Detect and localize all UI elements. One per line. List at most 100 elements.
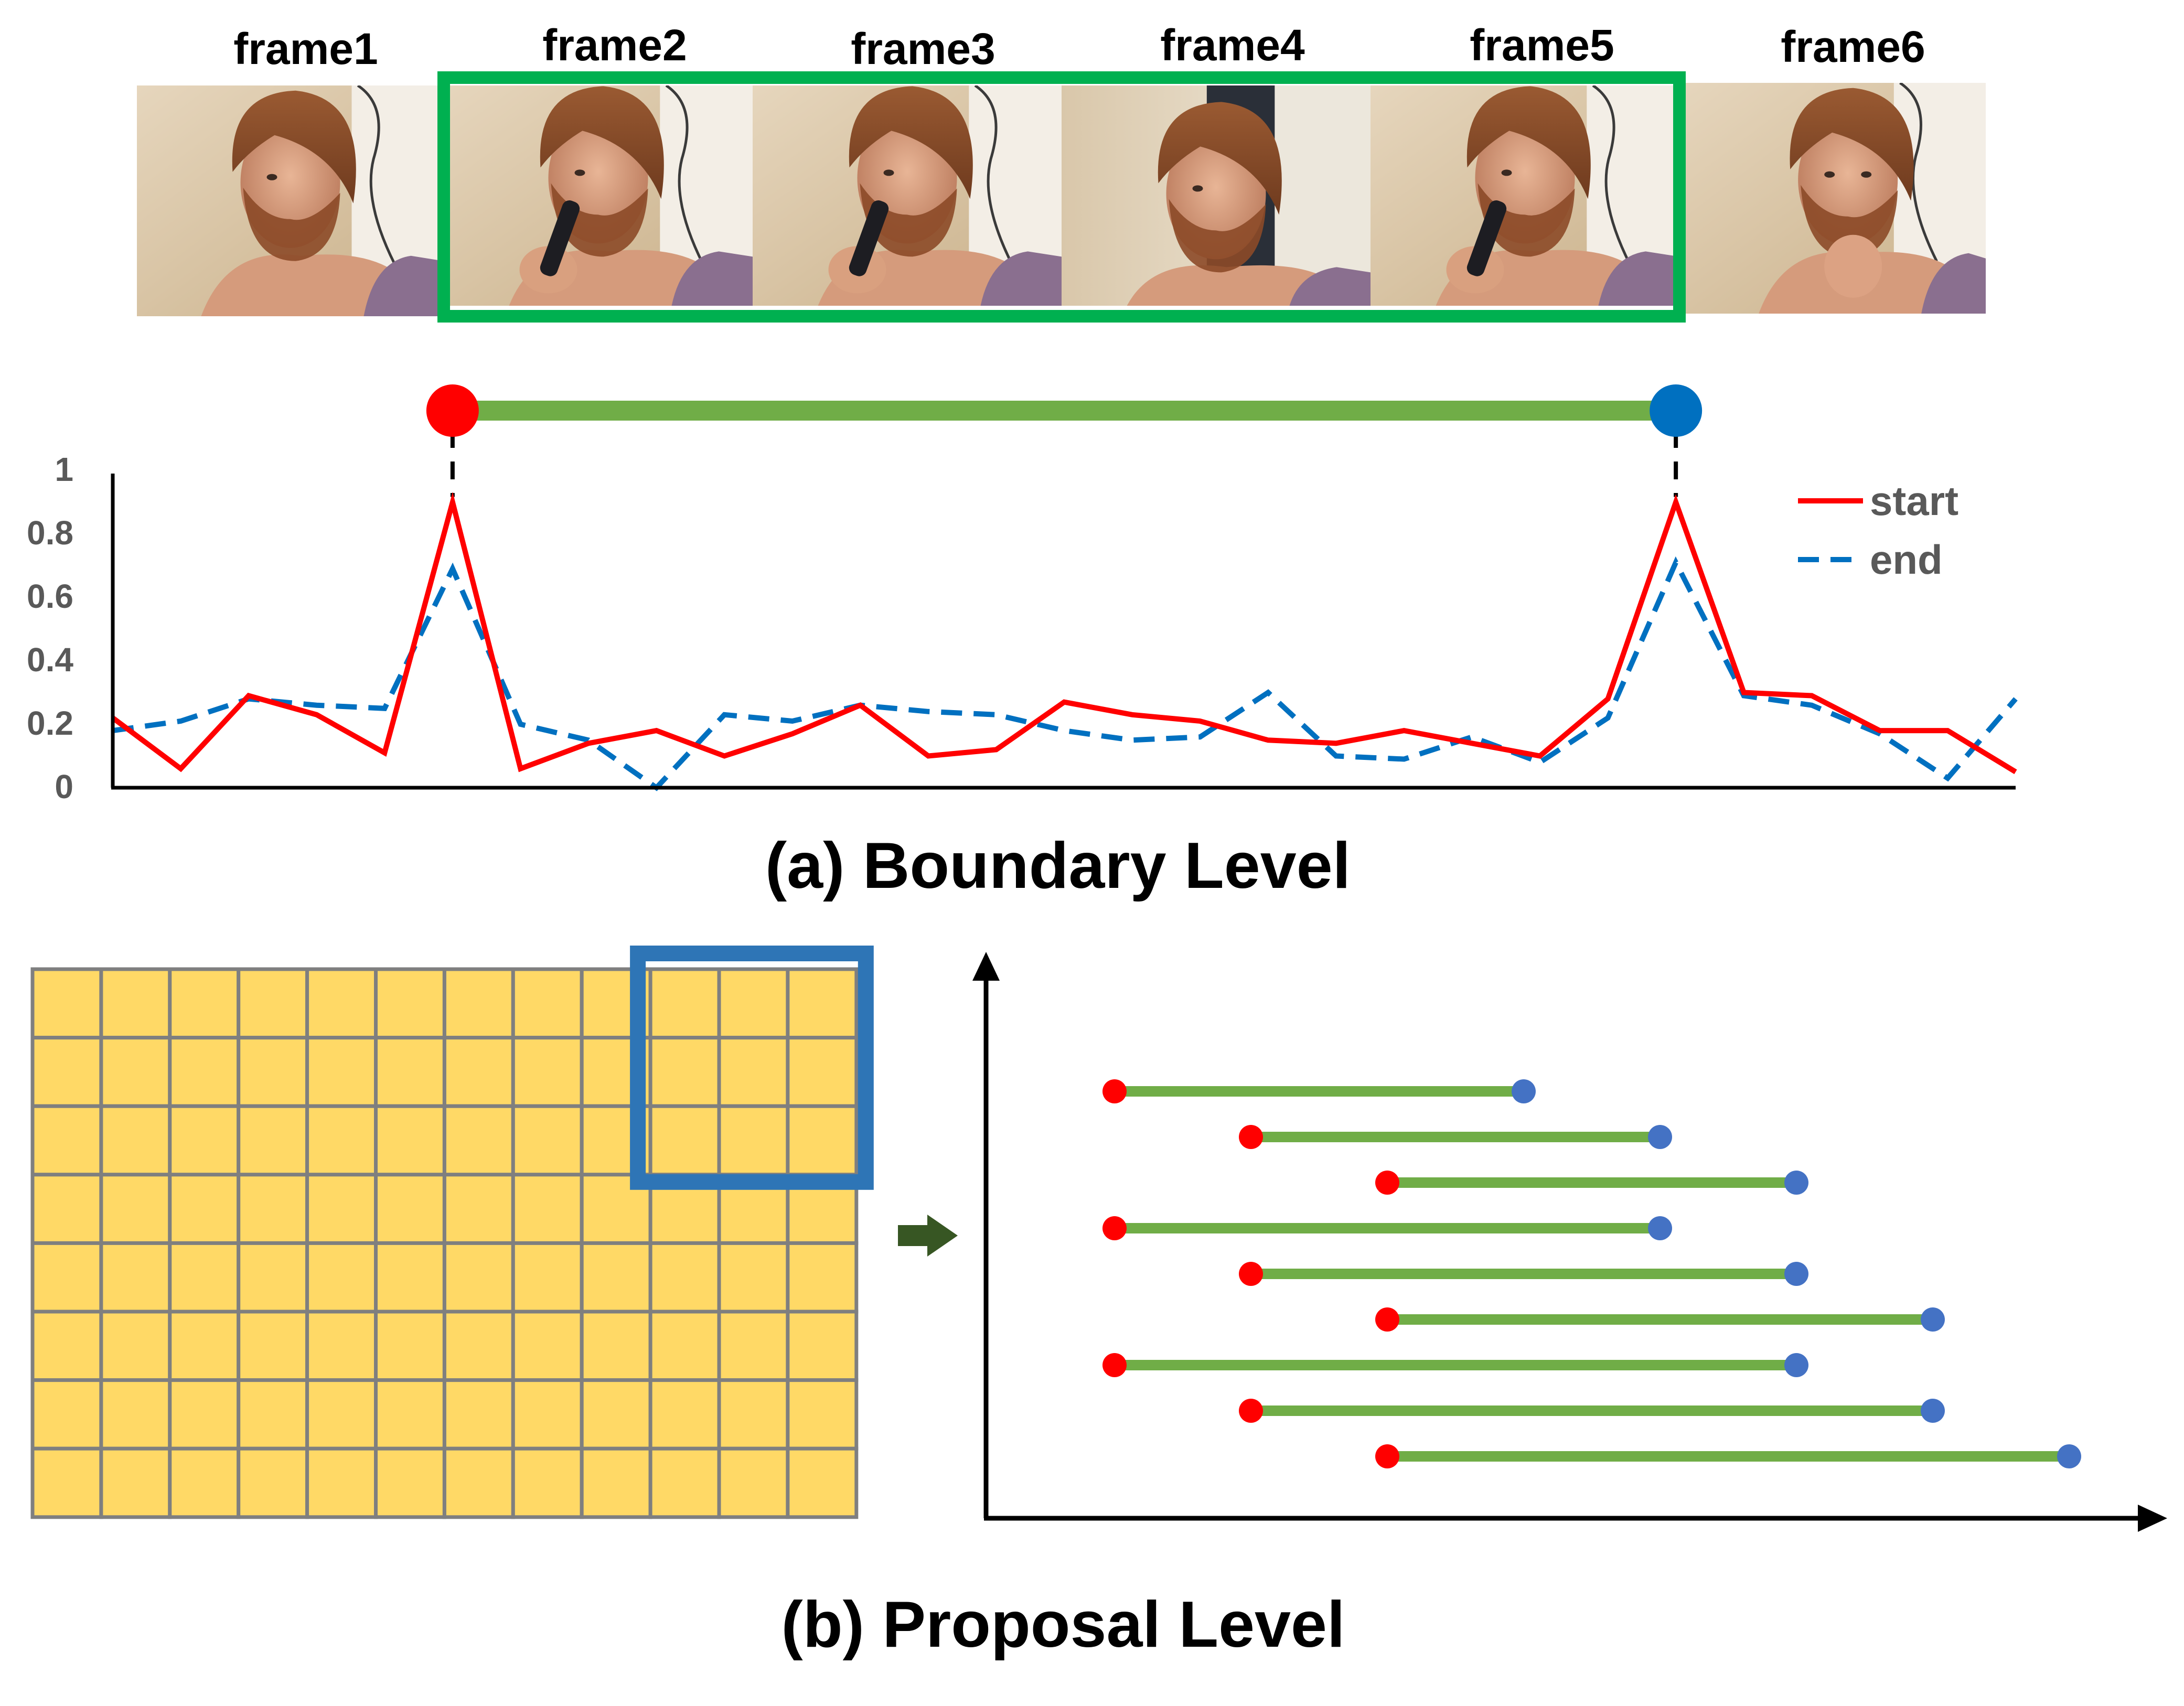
grid-cell	[442, 1173, 515, 1245]
grid-cell	[511, 1104, 584, 1177]
grid-cell	[30, 1173, 103, 1245]
proposal-start-marker	[1102, 1216, 1127, 1240]
grid-cell	[237, 1378, 309, 1451]
grid-cell	[99, 1378, 172, 1451]
y-tick-0.6: 0.6	[27, 577, 73, 615]
proposal-end-marker	[1784, 1262, 1808, 1286]
action-segment-bar	[426, 384, 1703, 497]
proposal-end-marker	[1784, 1171, 1808, 1195]
grid-cell	[99, 967, 172, 1040]
grid-cell	[305, 1036, 378, 1108]
grid-cell	[580, 1310, 652, 1382]
frame-image-6	[1679, 83, 1986, 314]
grid-cell	[442, 967, 515, 1040]
y-tick-0.8: 0.8	[27, 514, 73, 552]
grid-cell	[237, 1310, 309, 1382]
grid-cell	[30, 1310, 103, 1382]
proposal-segments	[1102, 1079, 2081, 1468]
proposal-end-marker	[1512, 1079, 1536, 1103]
start-point-marker	[426, 384, 479, 437]
proposal-end-marker	[1784, 1353, 1808, 1377]
right-arrow-icon	[898, 1215, 958, 1257]
y-tick-0.2: 0.2	[27, 704, 73, 742]
end-point-marker	[1650, 384, 1703, 437]
frame-label-6: frame6	[1781, 22, 1925, 71]
grid-cell	[374, 1104, 446, 1177]
grid-cell	[99, 1036, 172, 1108]
frame-labels: frame1 frame2 frame3 frame4 frame5 frame…	[233, 20, 1925, 73]
grid-cell	[442, 1378, 515, 1451]
grid-cell	[374, 1241, 446, 1314]
grid-cell	[237, 1173, 309, 1245]
chart-legend: start end	[1798, 478, 1958, 583]
grid-cell	[786, 1378, 859, 1451]
grid-cell	[305, 967, 378, 1040]
grid-cell	[305, 1241, 378, 1314]
grid-cell	[511, 967, 584, 1040]
proposal-end-marker	[1921, 1307, 1945, 1332]
frame-label-3: frame3	[851, 24, 995, 73]
frame-image-5	[1371, 85, 1679, 306]
proposal-chart	[972, 952, 2167, 1532]
y-tick-0: 0	[55, 768, 73, 806]
grid-cell	[511, 1036, 584, 1108]
caption-boundary-level: (a) Boundary Level	[765, 830, 1351, 902]
frame-label-4: frame4	[1160, 20, 1305, 70]
grid-cell	[305, 1104, 378, 1177]
grid-cell	[442, 1310, 515, 1382]
action-highlight-box	[437, 71, 1686, 323]
grid-cell	[99, 1446, 172, 1519]
grid-cell	[305, 1310, 378, 1382]
grid-cell	[786, 967, 859, 1040]
grid-cell	[374, 1446, 446, 1519]
grid-cell	[168, 1310, 241, 1382]
proposal-y-axis-arrowhead	[972, 952, 1000, 981]
grid-cell	[237, 1241, 309, 1314]
grid-cell	[99, 1104, 172, 1177]
boundary-chart: 0 0.2 0.4 0.6 0.8 1 start end	[27, 450, 2018, 806]
grid-cell	[511, 1310, 584, 1382]
series-line-start	[111, 491, 2017, 775]
y-tick-0.4: 0.4	[27, 641, 73, 679]
grid-cell	[648, 1310, 721, 1382]
proposal-2	[1239, 1125, 1672, 1149]
grid-cell	[648, 967, 721, 1040]
grid-cell	[717, 967, 790, 1040]
grid-cell	[168, 1036, 241, 1108]
grid-cell	[648, 1036, 721, 1108]
proposal-start-marker	[1375, 1444, 1399, 1468]
grid-cell	[237, 967, 309, 1040]
grid-cell	[648, 1241, 721, 1314]
grid-cell	[168, 1378, 241, 1451]
frame-image-2	[444, 85, 753, 306]
grid-cell	[717, 1310, 790, 1382]
proposal-6	[1375, 1307, 1945, 1332]
grid-cell	[374, 1310, 446, 1382]
grid-cell	[786, 1446, 859, 1519]
proposal-3	[1375, 1171, 1808, 1195]
proposal-start-marker	[1239, 1125, 1263, 1149]
proposal-start-marker	[1375, 1171, 1399, 1195]
frame-image-3	[753, 85, 1062, 306]
proposal-4	[1102, 1216, 1672, 1240]
proposal-1	[1102, 1079, 1536, 1103]
frame-label-2: frame2	[542, 20, 687, 70]
grid-cell	[717, 1446, 790, 1519]
grid-cell	[580, 1241, 652, 1314]
caption-proposal-level: (b) Proposal Level	[781, 1589, 1345, 1661]
grid-cell	[168, 1446, 241, 1519]
y-tick-labels: 0 0.2 0.4 0.6 0.8 1	[27, 450, 73, 806]
series-line-end	[112, 556, 2018, 791]
proposal-5	[1239, 1262, 1808, 1286]
proposal-start-marker	[1239, 1262, 1263, 1286]
grid-cell	[374, 1173, 446, 1245]
grid-cell	[717, 1104, 790, 1177]
proposal-end-marker	[1648, 1125, 1672, 1149]
proposal-end-marker	[1648, 1216, 1672, 1240]
grid-cell	[511, 1446, 584, 1519]
grid-cell	[786, 1036, 859, 1108]
grid-cell	[511, 1241, 584, 1314]
grid-cell	[168, 1241, 241, 1314]
grid-cell	[30, 967, 103, 1040]
